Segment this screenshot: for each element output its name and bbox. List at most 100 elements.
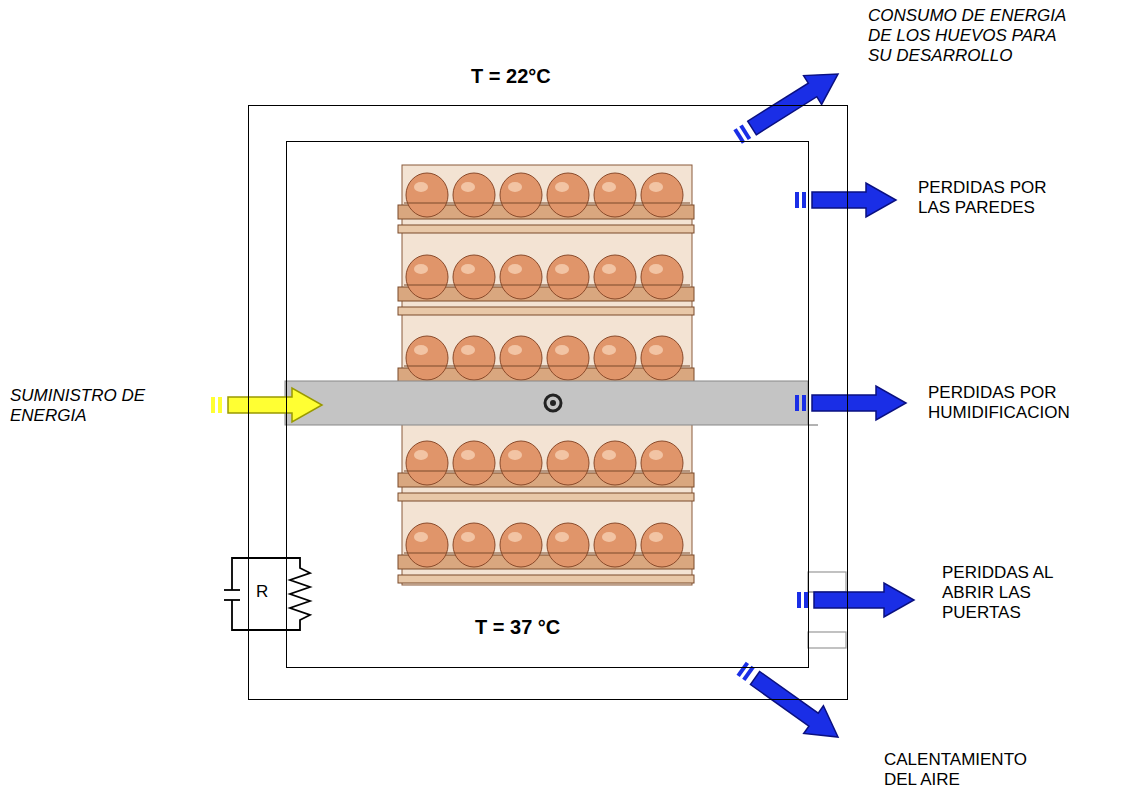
energy-arrow <box>228 388 322 422</box>
egg <box>406 523 448 567</box>
rail <box>404 202 690 203</box>
egg-shine <box>602 345 616 355</box>
egg-shine <box>461 182 475 192</box>
egg-shine <box>414 532 428 542</box>
egg-shine <box>461 345 475 355</box>
egg <box>641 173 683 217</box>
fan <box>545 395 561 411</box>
egg <box>500 336 542 380</box>
inner-chamber: T = 37 °C <box>286 141 809 668</box>
temperature-label: T = 37 °C <box>475 617 560 637</box>
egg-shine <box>414 264 428 274</box>
arrow-dash <box>218 397 222 413</box>
egg <box>406 336 448 380</box>
egg-shine <box>649 345 663 355</box>
energy-arrows <box>213 74 914 737</box>
outer-housing: T = 22°CT = 37 °C <box>248 105 848 700</box>
egg <box>594 441 636 485</box>
egg <box>594 255 636 299</box>
egg-shine <box>414 182 428 192</box>
egg <box>406 255 448 299</box>
egg <box>641 336 683 380</box>
rail <box>404 365 690 366</box>
egg-shine <box>461 532 475 542</box>
energy-arrow <box>812 386 906 420</box>
egg <box>453 523 495 567</box>
egg-shine <box>602 532 616 542</box>
egg-shine <box>508 450 522 460</box>
egg <box>500 441 542 485</box>
egg <box>547 336 589 380</box>
egg <box>547 523 589 567</box>
egg-shine <box>555 450 569 460</box>
energy-arrow <box>750 672 838 738</box>
egg-shine <box>649 450 663 460</box>
egg <box>453 255 495 299</box>
arrow-dash <box>797 592 801 608</box>
egg <box>500 173 542 217</box>
egg-shine <box>555 182 569 192</box>
energy-arrow <box>814 583 914 617</box>
egg-shine <box>508 264 522 274</box>
egg-shine <box>414 345 428 355</box>
fan-hub <box>550 400 556 406</box>
egg <box>500 255 542 299</box>
arrow-dash <box>795 395 799 411</box>
egg-shine <box>555 345 569 355</box>
bar-tip <box>808 425 818 426</box>
egg <box>453 336 495 380</box>
egg-shine <box>602 182 616 192</box>
arrow-dash <box>802 395 806 411</box>
rail <box>404 470 690 471</box>
rail <box>404 284 690 285</box>
egg <box>641 255 683 299</box>
egg-shine <box>649 182 663 192</box>
egg-shine <box>602 450 616 460</box>
egg <box>406 173 448 217</box>
egg <box>641 441 683 485</box>
arrow-dash <box>211 397 215 413</box>
arrow-dash <box>738 663 747 676</box>
shelf <box>398 493 694 501</box>
rail <box>404 552 690 553</box>
door <box>808 572 846 648</box>
housing-ground <box>248 105 848 700</box>
egg <box>547 441 589 485</box>
egg <box>594 173 636 217</box>
egg-shine <box>649 532 663 542</box>
egg <box>641 523 683 567</box>
energy-consumption-label: CONSUMO DE ENERGIA DE LOS HUEVOS PARA SU… <box>868 6 1073 66</box>
shelf <box>398 307 694 315</box>
egg-shine <box>508 182 522 192</box>
egg-shine <box>508 532 522 542</box>
egg-shine <box>555 532 569 542</box>
egg-shine <box>508 345 522 355</box>
egg-shine <box>461 450 475 460</box>
arrow-dash <box>804 592 808 608</box>
temperature-label: T = 22°C <box>471 66 551 86</box>
egg <box>547 173 589 217</box>
egg-rack <box>398 165 694 585</box>
resistor-symbol <box>224 558 310 630</box>
energy-arrow <box>812 183 896 217</box>
fan-bar <box>285 381 808 425</box>
shelf <box>398 575 694 583</box>
egg <box>500 523 542 567</box>
shelf <box>398 225 694 233</box>
air-heating-label: CALENTAMIENTO DEL AIRE <box>884 750 1049 790</box>
door-loss-label: PERIDDAS AL ABRIR LAS PUERTAS <box>942 563 1082 623</box>
energy-supply-label: SUMINISTRO DE ENERGIA <box>10 386 190 426</box>
wall-loss-label: PERDIDAS POR LAS PAREDES <box>918 178 1068 218</box>
resistor-label: R <box>256 582 276 602</box>
egg <box>547 255 589 299</box>
humidification-loss-label: PERDIDAS POR HUMIDIFICACION <box>928 383 1093 423</box>
egg-shine <box>602 264 616 274</box>
egg <box>453 173 495 217</box>
egg-shine <box>555 264 569 274</box>
egg-shine <box>414 450 428 460</box>
egg <box>594 336 636 380</box>
egg <box>406 441 448 485</box>
egg-shine <box>649 264 663 274</box>
egg <box>594 523 636 567</box>
arrow-dash <box>802 192 806 208</box>
